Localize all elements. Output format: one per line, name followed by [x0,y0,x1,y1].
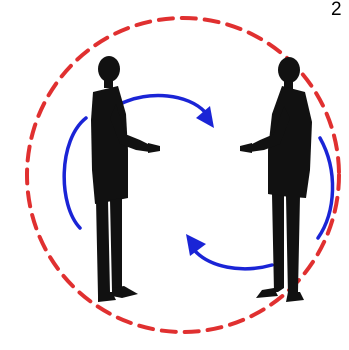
person-right-figure [240,57,312,302]
person-right-legs [272,194,300,296]
person-left-torso [91,86,128,204]
arc-bottom [196,252,272,269]
corner-number-label: 2 [331,0,342,20]
arc-top [120,96,205,112]
arc-left [64,118,86,228]
person-left-figure [91,56,160,302]
person-left-legs [96,198,122,296]
arrow-top-head [196,106,214,128]
